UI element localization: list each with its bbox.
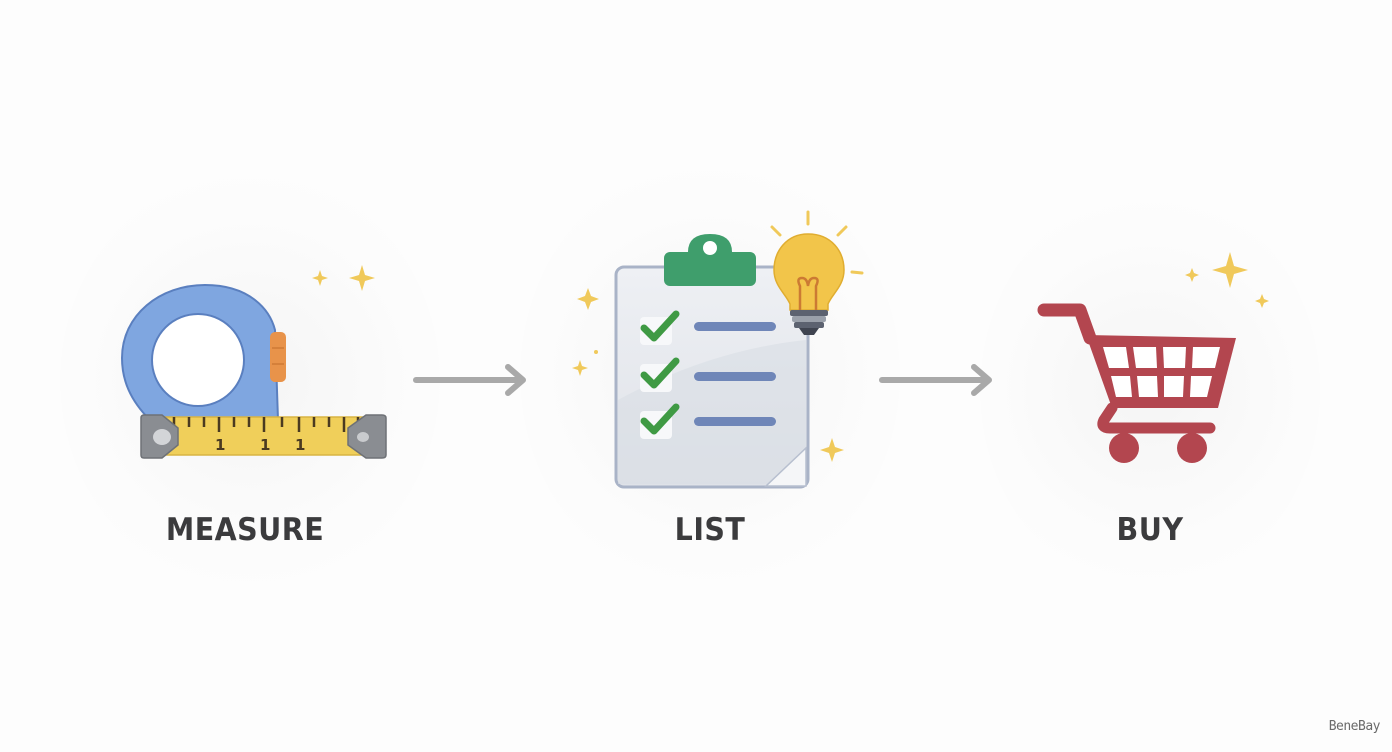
svg-text:1: 1 — [215, 436, 225, 454]
checklist-clipboard-icon — [572, 210, 864, 489]
svg-text:1: 1 — [260, 436, 270, 454]
lightbulb-icon — [770, 210, 864, 335]
svg-text:1: 1 — [295, 436, 305, 454]
arrow-right-icon — [413, 364, 526, 396]
step-label-buy: BUY — [1116, 512, 1184, 548]
watermark: BeneBay — [1328, 719, 1381, 734]
shopping-cart-icon — [1037, 252, 1269, 463]
step-label-measure: MEASURE — [165, 512, 325, 548]
arrow-right-icon — [879, 364, 992, 396]
tape-measure-icon: 1 1 1 — [120, 265, 387, 459]
step-label-list: LIST — [674, 512, 746, 548]
